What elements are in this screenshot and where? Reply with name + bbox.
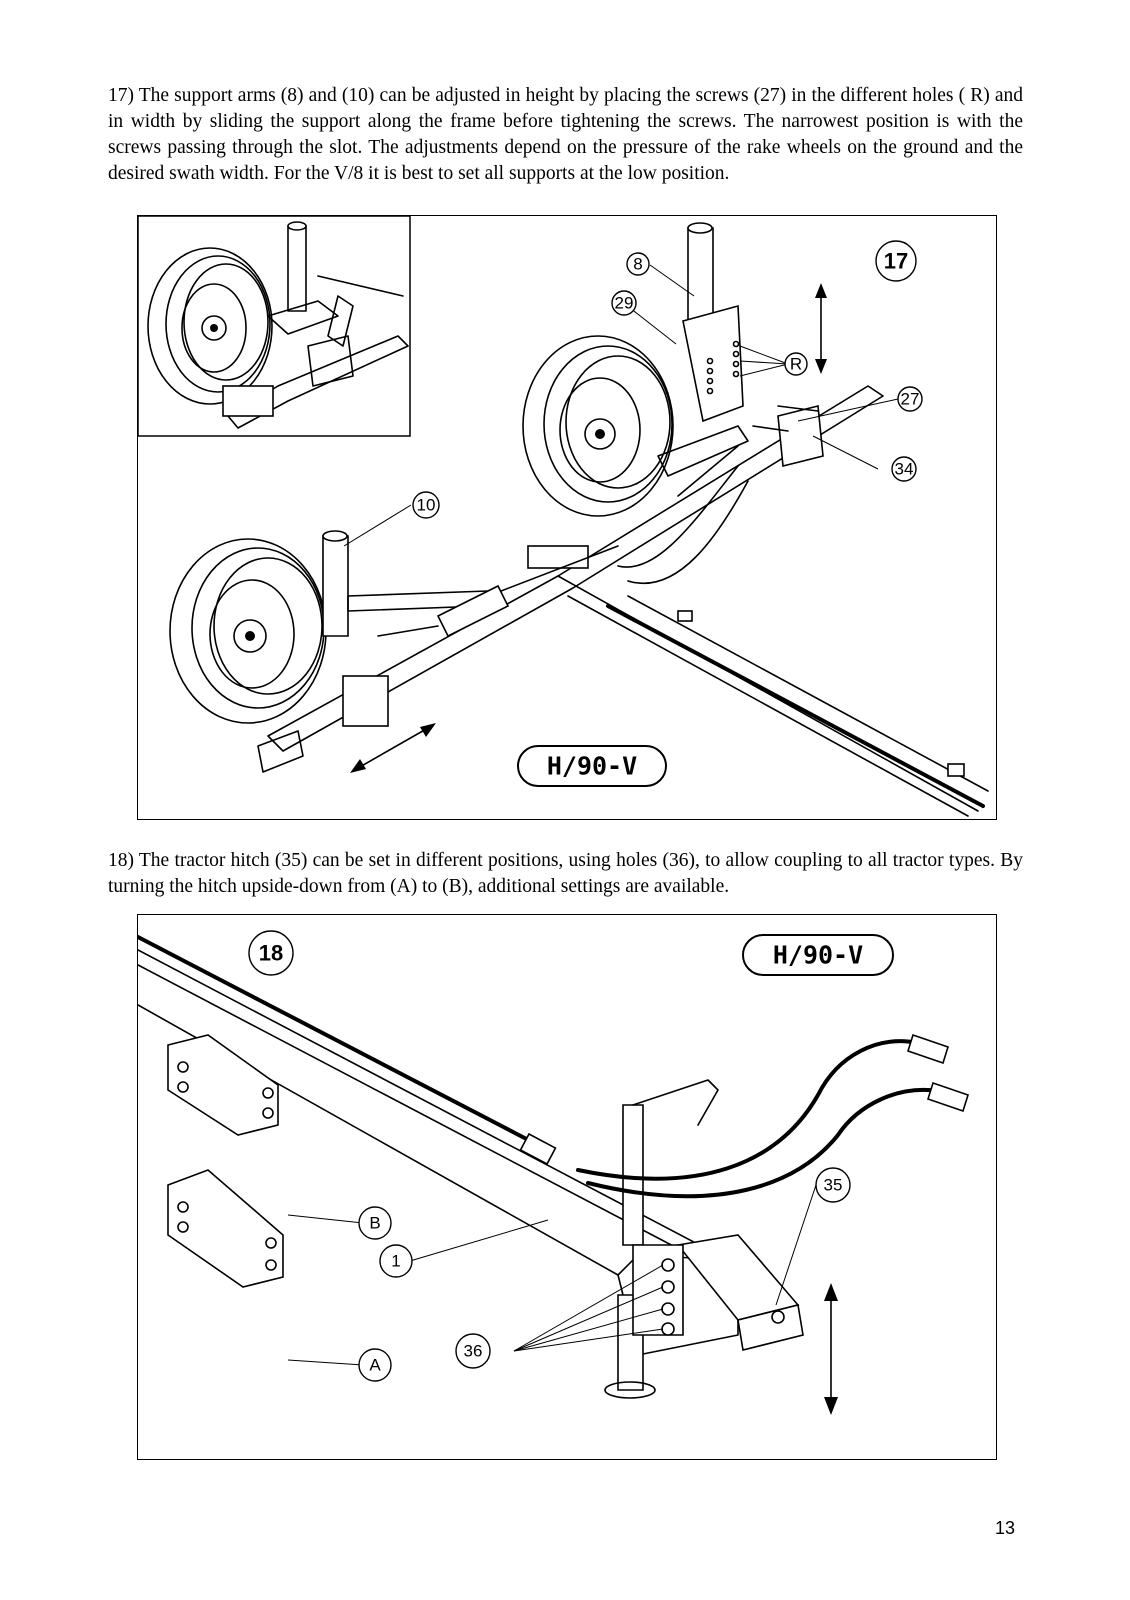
svg-text:17: 17 <box>884 249 908 274</box>
height-arrow <box>815 283 827 374</box>
callout-r: R <box>784 352 808 376</box>
svg-text:A: A <box>369 1356 381 1375</box>
svg-text:R: R <box>790 355 802 374</box>
figure-18-number: 18 <box>248 930 294 976</box>
callout-36: 36 <box>455 1333 491 1369</box>
svg-text:18: 18 <box>259 941 283 966</box>
figure-18-drawing: 35 1 B A 36 18 H/90-V <box>138 930 969 1415</box>
callout-27: 27 <box>897 386 923 412</box>
figure-17-leader-lines <box>343 264 899 547</box>
figure-18-model-label: H/90-V <box>742 934 894 976</box>
svg-text:H/90-V: H/90-V <box>773 941 863 970</box>
svg-text:8: 8 <box>633 255 642 274</box>
figure-17-support-arms: 8 29 R 27 34 10 17 H/90-V <box>137 215 997 820</box>
inset-wheel-drawing <box>147 221 409 429</box>
section-17-paragraph: 17) The support arms (8) and (10) can be… <box>108 85 1023 184</box>
svg-text:34: 34 <box>895 460 914 479</box>
svg-text:27: 27 <box>901 390 920 409</box>
drawbar-frame-drawing <box>138 935 969 1399</box>
callout-8: 8 <box>626 252 650 276</box>
hitch-height-arrow <box>824 1283 838 1415</box>
svg-text:10: 10 <box>417 496 436 515</box>
figure-18-leader-lines <box>287 1184 817 1366</box>
callout-b: B <box>358 1206 392 1240</box>
width-arrow <box>350 723 436 773</box>
figure-17-drawing: 8 29 R 27 34 10 17 H/90-V <box>138 216 989 817</box>
callout-10: 10 <box>412 491 440 519</box>
svg-text:35: 35 <box>824 1176 843 1195</box>
page-number: 13 <box>995 1518 1016 1538</box>
svg-text:H/90-V: H/90-V <box>547 752 637 781</box>
svg-text:29: 29 <box>615 294 634 313</box>
callout-1: 1 <box>379 1244 413 1278</box>
callout-29: 29 <box>611 290 637 316</box>
figure-17-number: 17 <box>875 240 917 282</box>
callout-34: 34 <box>891 456 917 482</box>
figure-17-model-label: H/90-V <box>517 745 667 787</box>
svg-text:1: 1 <box>391 1252 400 1271</box>
callout-35: 35 <box>815 1167 851 1203</box>
section-18-paragraph: 18) The tractor hitch (35) can be set in… <box>108 850 1023 897</box>
callout-a: A <box>358 1348 392 1382</box>
svg-text:36: 36 <box>464 1342 483 1361</box>
svg-text:B: B <box>369 1214 380 1233</box>
main-frame-drawing <box>169 222 989 817</box>
figure-18-tractor-hitch: 35 1 B A 36 18 H/90-V <box>137 914 997 1460</box>
